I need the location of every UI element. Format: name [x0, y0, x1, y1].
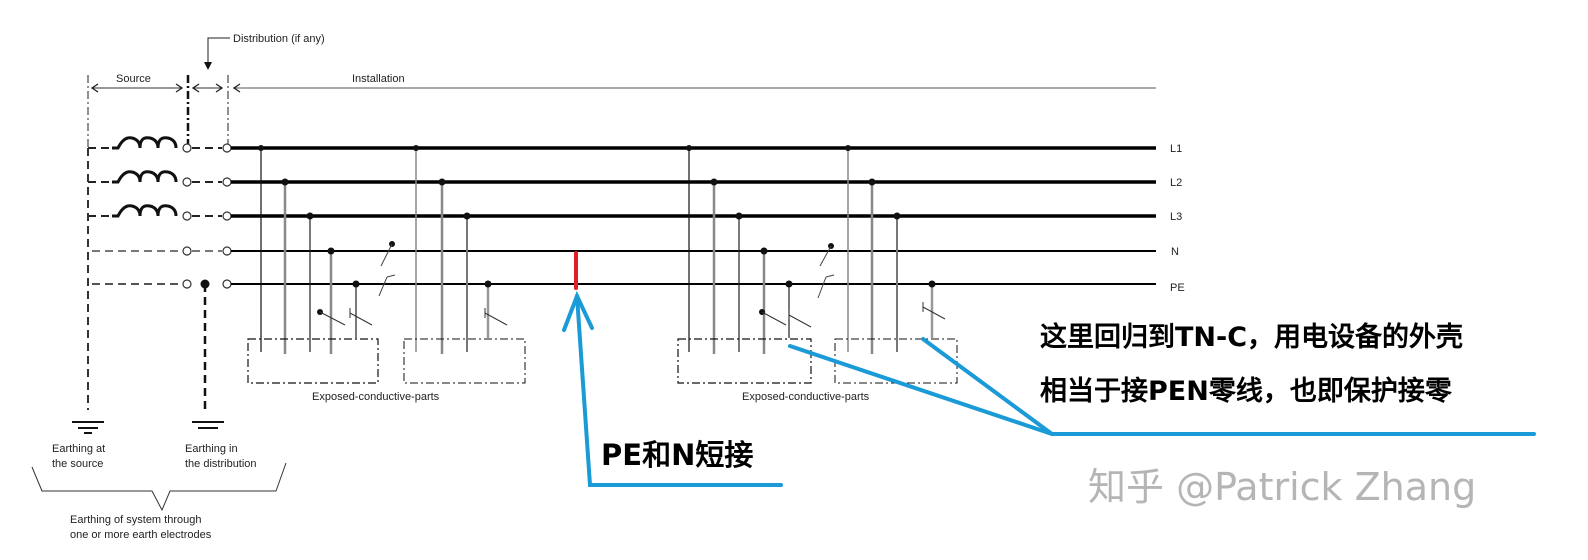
label-PE: PE	[1170, 282, 1185, 294]
source-dimension: Source	[90, 73, 184, 93]
tnc-annotation-arrow	[788, 337, 1536, 436]
earthing-source-line2: the source	[52, 458, 103, 470]
load-group-2: Exposed-conductive-parts	[677, 145, 958, 403]
conductors	[231, 146, 1156, 285]
pen-earth-node	[200, 279, 210, 289]
earthing-system-line1: Earthing of system through	[70, 514, 201, 526]
label-L2: L2	[1170, 177, 1182, 189]
watermark: 知乎 @Patrick Zhang	[1088, 465, 1476, 509]
exposed-parts-label-1: Exposed-conductive-parts	[312, 391, 440, 403]
short-annotation-arrow	[562, 290, 783, 487]
exposed-parts-label-2: Exposed-conductive-parts	[742, 391, 870, 403]
earthing-distribution-line1: Earthing in	[185, 443, 238, 455]
earth-symbol-source	[72, 421, 104, 434]
installation-label: Installation	[352, 73, 405, 85]
source-label: Source	[116, 73, 151, 85]
transformer-windings	[112, 136, 178, 218]
earthing-system-line2: one or more earth electrodes	[70, 529, 212, 541]
conductor-labels: L1 L2 L3 N PE	[1170, 143, 1185, 294]
arrow-down-icon	[204, 62, 212, 70]
tnc-annotation-line1: 这里回归到TN-C，用电设备的外壳	[1040, 321, 1463, 353]
distribution-label: Distribution (if any)	[233, 33, 325, 45]
distribution-dimension: Distribution (if any)	[191, 33, 325, 93]
short-annotation-text: PE和N短接	[601, 438, 753, 472]
earthing-source-line1: Earthing at	[52, 443, 105, 455]
load-group-1: Exposed-conductive-parts	[247, 145, 526, 403]
earthing-distribution-line2: the distribution	[185, 458, 257, 470]
label-L1: L1	[1170, 143, 1182, 155]
installation-dimension: Installation	[232, 73, 1156, 93]
zone-boundaries	[87, 75, 229, 148]
label-L3: L3	[1170, 211, 1182, 223]
label-N: N	[1171, 246, 1179, 258]
tnc-annotation-line2: 相当于接PEN零线，也即保护接零	[1040, 376, 1453, 407]
source-dashed-links	[87, 147, 222, 410]
earthing-labels: Earthing at the source Earthing in the d…	[31, 443, 287, 541]
earth-symbol-distribution	[192, 421, 224, 429]
